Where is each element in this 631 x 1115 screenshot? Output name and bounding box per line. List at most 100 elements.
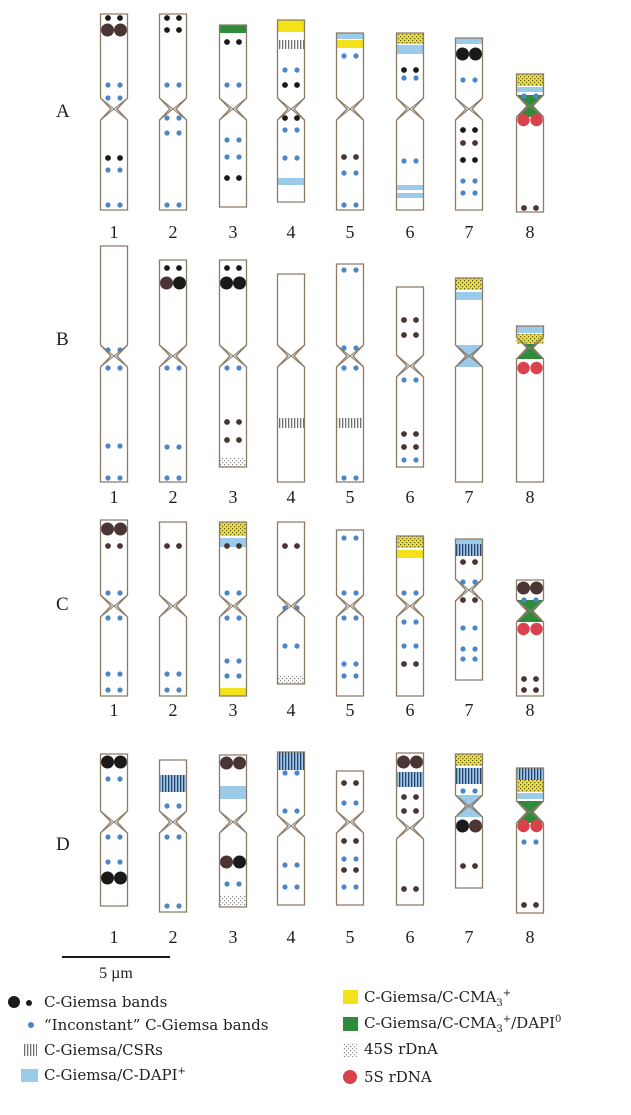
- chromosome-a-3-dot: [224, 175, 230, 181]
- chromosome-c-1-dot: [105, 615, 111, 621]
- chromosome-b-6-dot: [413, 377, 419, 383]
- chromosome-c-8-cross: [516, 599, 544, 623]
- chrom-number-c-7: 7: [465, 700, 474, 720]
- chromosome-c-4-cross: [277, 594, 305, 618]
- chromosome-b-5-dot: [353, 365, 359, 371]
- chromosome-a-6-dot: [401, 67, 407, 73]
- chromosome-c-5-dot: [341, 673, 347, 679]
- chromosome-a-8-dot: [533, 93, 539, 99]
- chromosome-a-1-big-dot: [101, 23, 114, 37]
- chromosome-b-2-big-dot: [160, 276, 173, 290]
- chromosome-c-1-dot: [105, 543, 111, 549]
- chromosome-b-1-dot: [105, 475, 111, 481]
- chromosome-a-4-dot: [282, 82, 288, 88]
- chromosome-c-1-dot: [117, 590, 123, 596]
- chromosome-a-1-dot: [105, 202, 111, 208]
- chromosome-a-8-band: [516, 87, 544, 92]
- chromosome-c-1-dot: [117, 543, 123, 549]
- chromosome-c-2-dot: [164, 671, 170, 677]
- row-label-c: C: [56, 594, 69, 615]
- chromosome-d-8-cross: [516, 800, 544, 824]
- chromosome-d-4-dot: [282, 770, 288, 776]
- chromosome-a-2-cross: [159, 97, 187, 121]
- chrom-number-a-2: 2: [169, 222, 178, 242]
- chromosome-c-2-outline: [158, 521, 188, 697]
- chromosome-b-5-dot: [341, 365, 347, 371]
- chromosome-b-5-dot: [353, 267, 359, 273]
- chromosome-c-6-dot: [401, 619, 407, 625]
- chromosome-c-4-band: [277, 675, 305, 684]
- legend-45s: 45S rDnA: [364, 1040, 438, 1058]
- chromosome-d-5-dot: [353, 884, 359, 890]
- chromosome-b-7-cross: [455, 344, 483, 368]
- row-label-a: A: [56, 101, 70, 122]
- chromosome-d-7-band: [455, 754, 483, 766]
- legend-cma-dapi0-tail: /DAPI: [511, 1014, 556, 1032]
- chromosome-d-5-dot: [353, 780, 359, 786]
- chromosome-d-5-dot: [341, 780, 347, 786]
- chromosome-d-7-band: [455, 768, 483, 784]
- chromosome-c-3-dot: [236, 590, 242, 596]
- chromosome-c-1-dot: [117, 671, 123, 677]
- chromosome-d-2-outline: [158, 759, 188, 913]
- chromosome-c-3-dot: [224, 590, 230, 596]
- chromosome-c-2-dot: [176, 671, 182, 677]
- chromosome-a-7-cross: [455, 97, 483, 121]
- chromosome-d-6-cross: [396, 816, 424, 840]
- chromosome-a-6-dot: [413, 158, 419, 164]
- chromosome-a-1-outline: [99, 13, 129, 211]
- chromosome-d-5-dot: [341, 884, 347, 890]
- chromosome-a-1-dot: [117, 167, 123, 173]
- legend-csr: C-Giemsa/CSRs: [44, 1041, 163, 1059]
- chromosome-b-5-dot: [353, 345, 359, 351]
- chromosome-c-1-dot: [105, 590, 111, 596]
- legend-cma-sup: +: [502, 988, 512, 999]
- chromosome-b-5-band: [336, 418, 364, 428]
- chromosome-a-4-dot: [294, 115, 300, 121]
- chromosome-b-7-band: [455, 292, 483, 300]
- chromosome-a-8-cross: [516, 94, 544, 118]
- chromosome-b-2-cross: [159, 344, 187, 368]
- chromosome-b-2-dot: [164, 265, 170, 271]
- chromosome-c-5-dot: [353, 615, 359, 621]
- chromosome-d-2-dot: [164, 803, 170, 809]
- chromosome-d-1-dot: [105, 776, 111, 782]
- chromosome-c-1-dot: [105, 687, 111, 693]
- chromosome-a-3-dot: [224, 39, 230, 45]
- chromosome-c-6-cross: [396, 594, 424, 618]
- chromosome-d-1-big-dot: [114, 755, 127, 769]
- chromosome-c-6-dot: [413, 643, 419, 649]
- chromosome-a-5-dot: [353, 154, 359, 160]
- chrom-number-a-3: 3: [229, 222, 238, 242]
- chromosome-d-1-cross: [100, 810, 128, 834]
- chromosome-c-8-big-dot: [530, 581, 543, 595]
- chromosome-b-2-dot: [164, 475, 170, 481]
- chromosome-c-7-dot: [472, 625, 478, 631]
- legend-45s-swatch: [343, 1043, 357, 1057]
- chromosome-c-4-dot: [294, 543, 300, 549]
- chromosome-b-2-dot: [176, 265, 182, 271]
- chromosome-b-1-dot: [117, 365, 123, 371]
- chromosome-c-3-dot: [224, 615, 230, 621]
- chromosome-a-2-dot: [176, 130, 182, 136]
- chromosome-d-4-band: [277, 752, 305, 770]
- chromosome-a-7-dot: [472, 140, 478, 146]
- chrom-number-b-6: 6: [406, 487, 415, 507]
- chrom-number-d-2: 2: [169, 927, 178, 947]
- chromosome-a-7-big-dot: [469, 47, 482, 61]
- chromosome-d-2-dot: [176, 834, 182, 840]
- chromosome-c-7-dot: [472, 579, 478, 585]
- chromosome-c-3-outline: [218, 521, 248, 697]
- chromosome-c-8-big-dot: [517, 581, 530, 595]
- chrom-number-d-5: 5: [346, 927, 355, 947]
- chromosome-b-3-big-dot: [220, 276, 233, 290]
- chromosome-d-8-5s-dot: [530, 819, 543, 833]
- chromosome-b-3-outline: [218, 259, 248, 468]
- chromosome-d-8-band: [516, 793, 544, 799]
- chromosome-a-3-dot: [236, 39, 242, 45]
- chromosome-c-8-dot: [533, 676, 539, 682]
- chromosome-d-3-dot: [236, 881, 242, 887]
- chromosome-d-1-big-dot: [101, 755, 114, 769]
- chromosome-c-7-dot: [472, 646, 478, 652]
- chrom-number-d-3: 3: [229, 927, 238, 947]
